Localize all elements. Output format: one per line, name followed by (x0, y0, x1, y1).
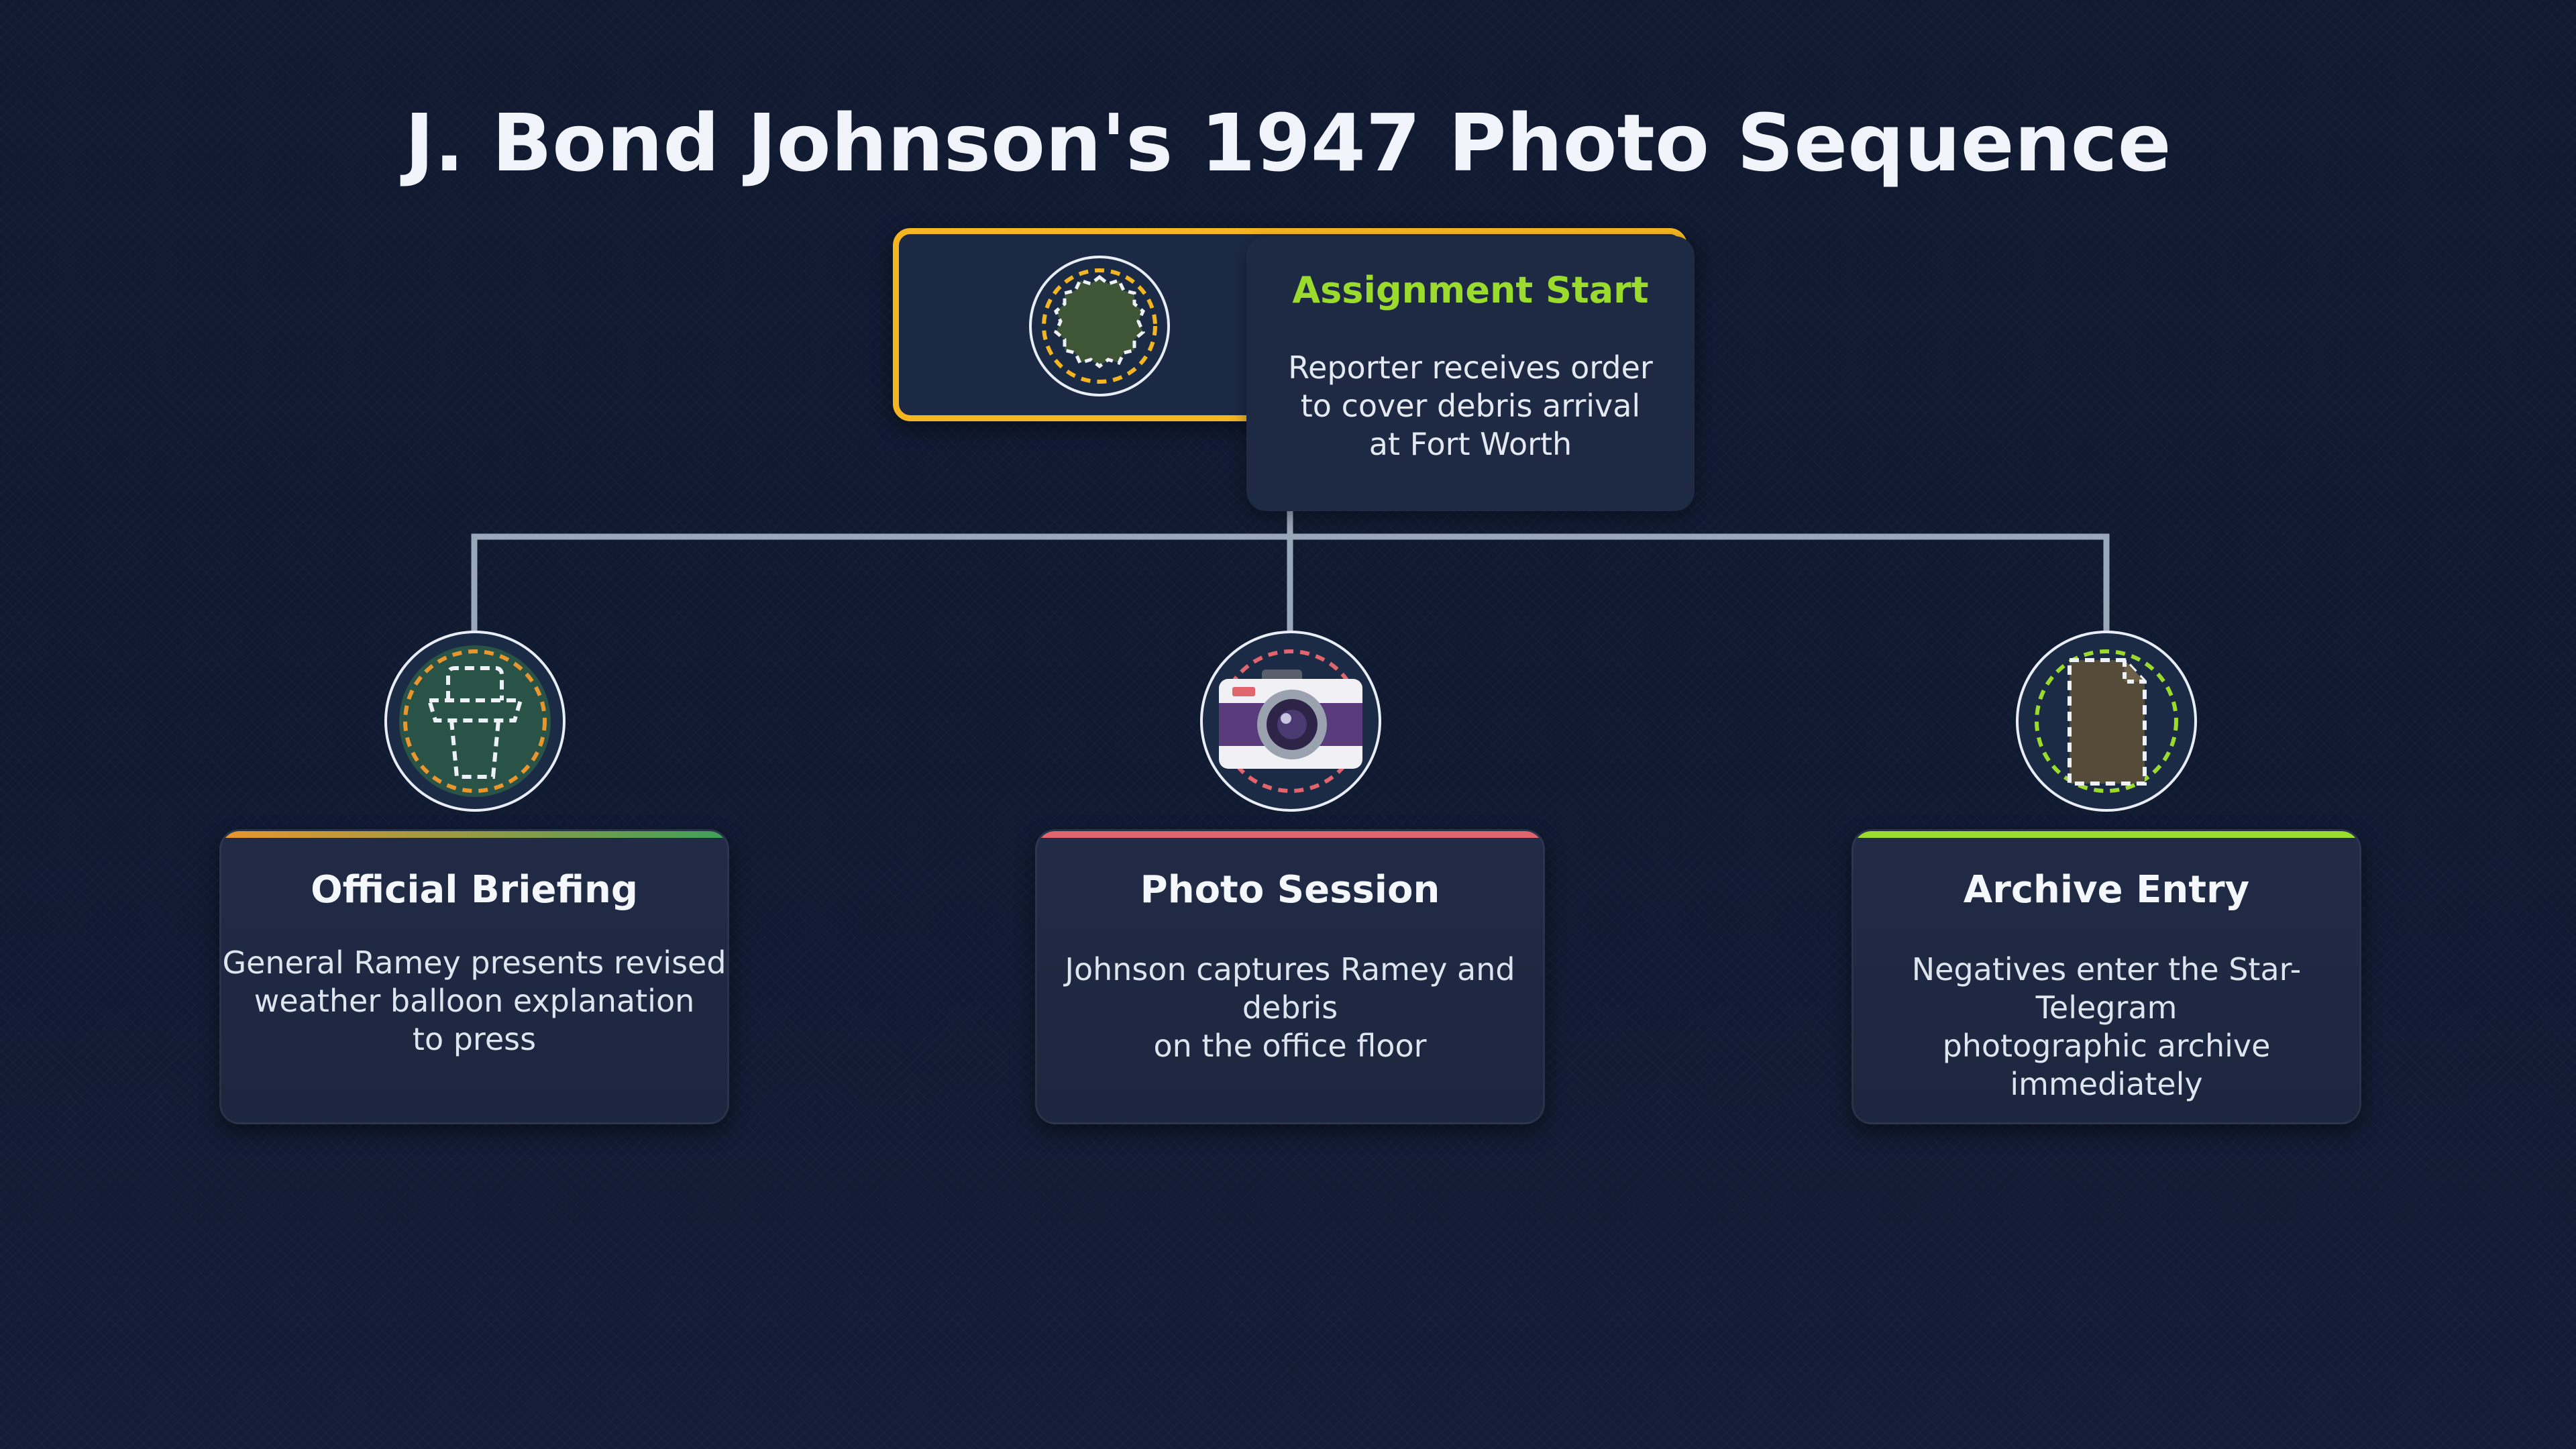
archive-entry-card-title: Archive Entry (1963, 868, 2250, 912)
podium-icon (384, 631, 566, 812)
photo-session-card[interactable]: Photo Session Johnson captures Ramey and… (1035, 829, 1545, 1124)
root-node-text-panel (1246, 236, 1695, 511)
briefing-card-title: Official Briefing (311, 868, 638, 912)
briefing-card-accent (221, 831, 727, 838)
briefing-card-description: General Ramey presents revised weather b… (222, 945, 727, 1057)
root-node-description: Reporter receives order to cover debris … (1288, 350, 1653, 462)
photo-session-card-title: Photo Session (1140, 868, 1440, 912)
photo-session-card-description: Johnson captures Ramey and debris on the… (1065, 951, 1515, 1064)
camera-icon (1200, 631, 1381, 812)
archive-entry-card-accent (1854, 831, 2359, 838)
archive-entry-card[interactable]: Archive Entry Negatives enter the Star-T… (1851, 829, 2361, 1124)
archive-entry-card-description: Negatives enter the Star-Telegram photog… (1911, 951, 2302, 1102)
badge-icon (1029, 256, 1170, 396)
page-title: J. Bond Johnson's 1947 Photo Sequence (405, 97, 2171, 189)
briefing-card[interactable]: Official Briefing General Ramey presents… (219, 829, 729, 1124)
root-node-title: Assignment Start (1292, 269, 1649, 311)
photo-session-card-accent (1037, 831, 1543, 838)
document-icon (2016, 631, 2197, 812)
